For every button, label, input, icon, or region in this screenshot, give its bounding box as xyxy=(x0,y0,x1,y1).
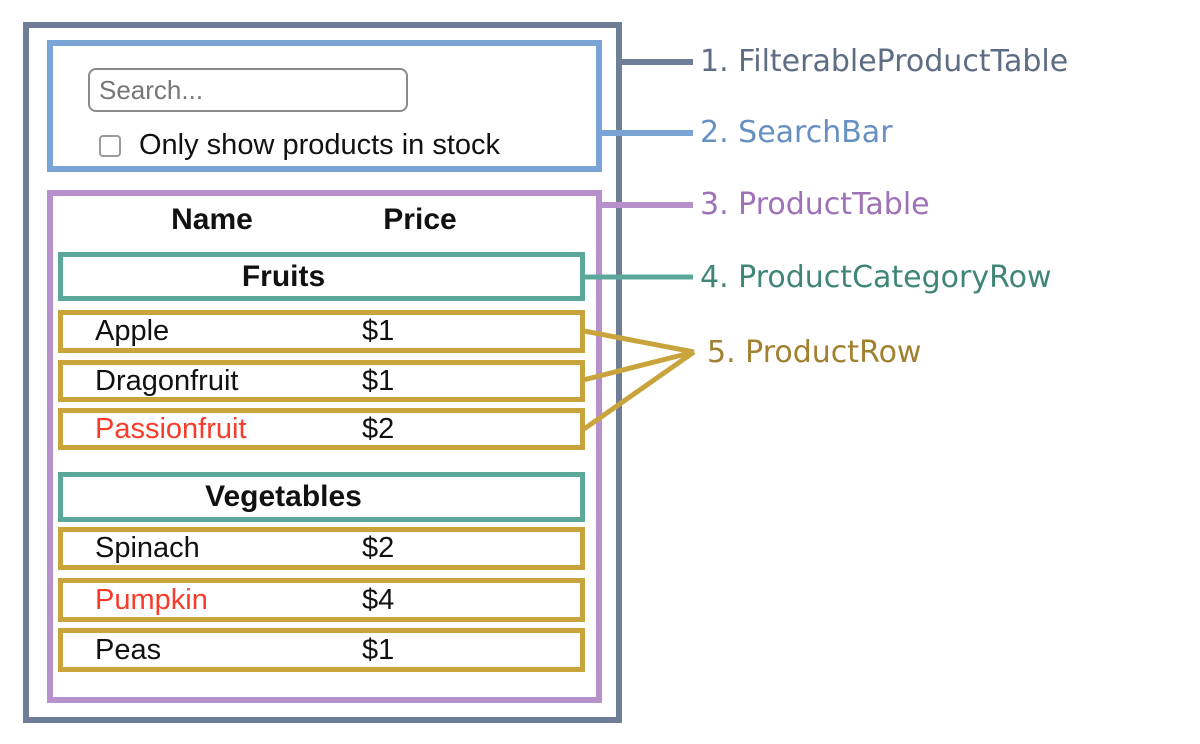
category-title: Vegetables xyxy=(205,480,362,513)
product-price: $1 xyxy=(362,633,395,666)
product-name: Pumpkin xyxy=(95,583,208,616)
in-stock-checkbox-label: Only show products in stock xyxy=(139,129,501,161)
product-row-spinach: Spinach $2 xyxy=(58,527,585,570)
product-price: $2 xyxy=(362,532,395,564)
product-price: $1 xyxy=(362,364,395,397)
stock-filter-row: Only show products in stock xyxy=(99,129,500,162)
category-row-fruits: Fruits xyxy=(58,252,585,301)
product-name: Dragonfruit xyxy=(95,364,239,397)
product-name: Peas xyxy=(95,633,162,666)
product-name: Apple xyxy=(95,315,170,347)
product-name: Passionfruit xyxy=(95,412,247,445)
product-price: $4 xyxy=(362,583,395,616)
product-name: Spinach xyxy=(95,532,200,564)
column-header-price: Price xyxy=(383,203,457,236)
product-row-peas: Peas $1 xyxy=(58,628,585,672)
category-row-vegetables: Vegetables xyxy=(58,472,585,522)
label-filterable-product-table: 1. FilterableProductTable xyxy=(700,44,1069,79)
product-price: $2 xyxy=(362,412,395,445)
category-title: Fruits xyxy=(241,259,326,293)
product-row-apple: Apple $1 xyxy=(58,310,585,353)
column-header-name: Name xyxy=(171,203,253,236)
product-row-pumpkin: Pumpkin $4 xyxy=(58,578,585,622)
label-product-category-row: 4. ProductCategoryRow xyxy=(700,260,1052,295)
label-product-row: 5. ProductRow xyxy=(707,335,922,370)
search-input[interactable] xyxy=(88,68,408,112)
product-row-dragonfruit: Dragonfruit $1 xyxy=(58,360,585,402)
product-row-passionfruit: Passionfruit $2 xyxy=(58,408,585,450)
label-search-bar: 2. SearchBar xyxy=(700,115,893,150)
label-product-table: 3. ProductTable xyxy=(700,187,930,222)
in-stock-checkbox[interactable] xyxy=(99,134,121,157)
product-price: $1 xyxy=(362,315,395,347)
